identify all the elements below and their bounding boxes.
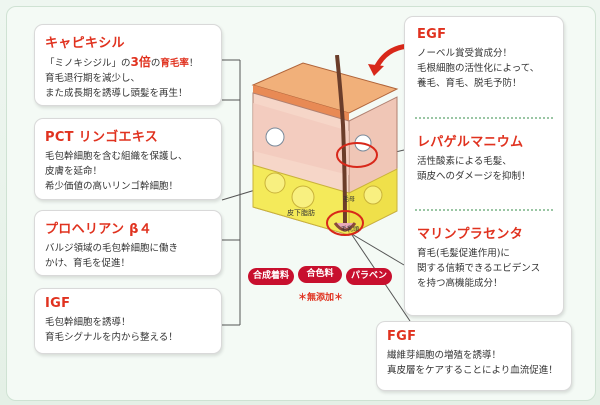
fgf-line2: 真皮層をケアすることにより血流促進！ (387, 365, 558, 376)
badge-paraben: パラベン (346, 268, 392, 285)
badge-coloring: 合色料 (298, 266, 342, 283)
egf-line1: ノーベル賞受賞成分！ (417, 48, 513, 59)
title-lepagel: レパゲルマニウム (417, 135, 524, 150)
card-kyapikishiru: キャピキシル 「ミノキシジル」の3倍の育毛率！ 育毛退行期を減少し、 また成長期… (34, 24, 222, 106)
title-igf: IGF (45, 296, 71, 311)
right-panel: EGF ノーベル賞受賞成分！ 毛根細胞の活性化によって、 養毛、育毛、脱毛予防！… (404, 16, 564, 316)
section-marine: マリンプラセンタ 育毛(毛髪促進作用)に 関する信頼できるエビデンス を持つ高機… (417, 223, 557, 291)
title-pct: PCT リンゴエキス (45, 130, 159, 145)
marine-line1: 育毛(毛髪促進作用)に (417, 248, 510, 259)
title-egf: EGF (417, 27, 447, 42)
marine-line2: 関する信頼できるエビデンス (417, 263, 541, 274)
procollagen-line2: かけ、育毛を促進！ (45, 258, 131, 269)
kyapikishiru-line1: 「ミノキシジル」の3倍の育毛率！ (45, 55, 199, 69)
pct-line3: 希少価値の高いリンゴ幹細胞！ (45, 181, 179, 192)
badge-synthetic-fragrance: 合成着料 (248, 268, 294, 285)
card-procollagen: プロヘリアン β４ バルジ領域の毛包幹細胞に働き かけ、育毛を促進！ (34, 210, 222, 276)
card-pct: PCT リンゴエキス 毛包幹細胞を含む組織を保護し、 皮膚を延命！ 希少価値の高… (34, 118, 222, 200)
separator (415, 117, 553, 119)
igf-line1: 毛包幹細胞を誘導！ (45, 317, 131, 328)
pct-line1: 毛包幹細胞を含む組織を保護し、 (45, 151, 188, 162)
lepagel-line1: 活性酸素による毛髪、 (417, 156, 512, 167)
section-egf: EGF ノーベル賞受賞成分！ 毛根細胞の活性化によって、 養毛、育毛、脱毛予防！ (417, 27, 557, 91)
card-fgf: FGF 繊維芽細胞の増殖を誘導！ 真皮層をケアすることにより血流促進！ (376, 321, 572, 391)
egf-line2: 毛根細胞の活性化によって、 (417, 63, 540, 74)
fgf-line1: 繊維芽細胞の増殖を誘導！ (387, 350, 502, 361)
procollagen-line1: バルジ領域の毛包幹細胞に働き (45, 243, 179, 254)
card-igf: IGF 毛包幹細胞を誘導！ 育毛シグナルを内から整える！ (34, 288, 222, 354)
pct-line2: 皮膚を延命！ (45, 166, 103, 177)
skin-cross-section-diagram: 皮下脂肪 毛母 毛乳頭 (251, 55, 399, 236)
egf-line3: 養毛、育毛、脱毛予防！ (417, 78, 522, 89)
hair-matrix-label: 毛母 (343, 195, 355, 203)
separator (415, 209, 553, 211)
lepagel-line2: 頭皮へのダメージを抑制！ (417, 171, 531, 182)
section-lepagel: レパゲルマニウム 活性酸素による毛髪、 頭皮へのダメージを抑制！ (417, 131, 557, 184)
additive-free-note: ＊無添加＊ (298, 293, 344, 303)
subcutaneous-label: 皮下脂肪 (287, 208, 315, 217)
igf-line2: 育毛シグナルを内から整える！ (45, 332, 178, 343)
title-marine: マリンプラセンタ (417, 227, 524, 242)
title-kyapikishiru: キャピキシル (45, 36, 125, 51)
title-fgf: FGF (387, 329, 417, 344)
papilla-label: 毛乳頭 (341, 225, 359, 233)
kyapikishiru-line2: 育毛退行期を減少し、 (45, 73, 141, 84)
kyapikishiru-line3: また成長期を誘導し頭髪を再生！ (45, 88, 188, 99)
title-procollagen: プロヘリアン β４ (45, 222, 153, 237)
marine-line3: を持つ高機能成分！ (417, 278, 503, 289)
